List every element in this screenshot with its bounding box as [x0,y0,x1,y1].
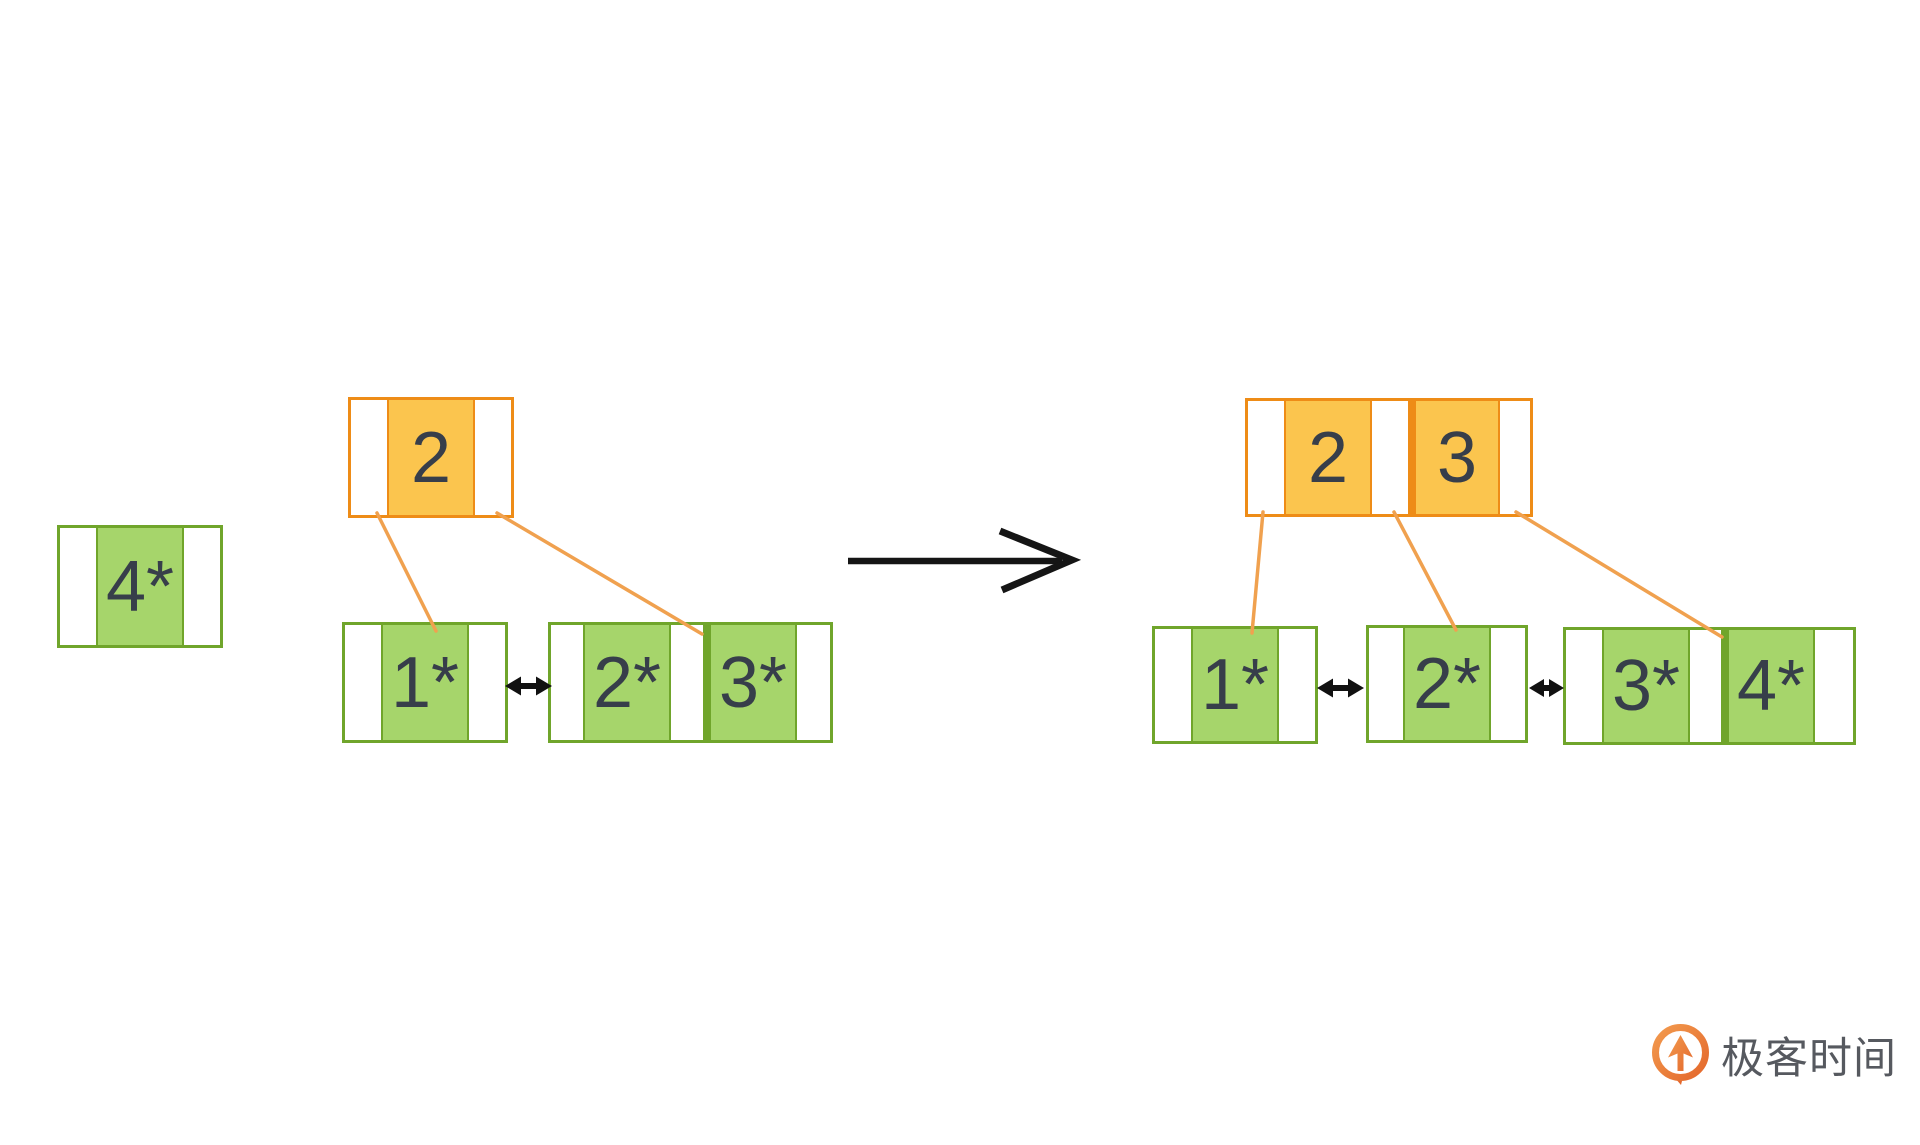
before-leaf-node-2: 2* 3* [548,622,833,743]
node-box: 3* [1563,627,1724,745]
transform-arrow-icon [848,527,1082,594]
after-leaf-node-1: 1* [1152,626,1318,744]
pointer-cell [60,528,96,645]
pointer-cell [1491,628,1525,740]
sibling-link-arrow-icon [505,676,552,696]
pointer-cell [1566,630,1602,742]
node-box: 2 [348,397,514,518]
brand-watermark: 极客时间 [1652,1024,1897,1086]
record-cell: 3* [1602,630,1690,742]
node-box: 1* [1152,626,1318,744]
pointer-cell [1248,401,1284,514]
pointer-cell [551,625,583,740]
record-cell: 4* [96,528,184,645]
node-box: 3* [706,622,833,743]
node-box: 2 [1245,398,1411,517]
record-cell: 2* [1403,628,1491,740]
pointer-cell [475,400,511,515]
sibling-link-arrow-icon [1529,679,1564,697]
node-box: 2* [548,622,706,743]
key-cell: 2 [387,400,475,515]
record-cell: 2* [583,625,671,740]
node-box: 2* [1366,625,1528,743]
pointer-cell [797,625,830,740]
pointer-cell [1690,630,1721,742]
before-pointer-lines [375,511,704,636]
pointer-cell [1372,401,1408,514]
record-cell: 4* [1727,630,1815,742]
after-leaf-node-2: 2* [1366,625,1528,743]
key-cell: 3 [1414,401,1500,514]
node-box: 1* [342,622,508,743]
pointer-cell [1815,630,1853,742]
pointer-cell [671,625,703,740]
pointer-cell [1155,629,1191,741]
key-cell: 2 [1284,401,1372,514]
record-cell: 3* [709,625,797,740]
pointer-cell [1500,401,1530,514]
after-root-node: 2 3 [1245,398,1533,517]
before-leaf-node-1: 1* [342,622,508,743]
brand-name: 极客时间 [1721,1035,1897,1083]
pointer-cell [184,528,220,645]
sibling-link-arrow-icon [1317,678,1364,698]
pointer-cell [1279,629,1315,741]
pointer-cell [345,625,381,740]
pointer-cell [351,400,387,515]
node-box: 4* [1724,627,1856,745]
record-cell: 1* [1191,629,1279,741]
pointer-cell [1369,628,1403,740]
node-box: 4* [57,525,223,648]
pointer-cell [469,625,505,740]
before-root-node: 2 [348,397,514,518]
after-pointer-lines [1250,510,1724,639]
insert-record-node: 4* [57,525,223,648]
node-box: 3 [1411,398,1533,517]
geektime-logo-icon [1652,1024,1709,1085]
after-leaf-node-3: 3* 4* [1563,627,1856,745]
record-cell: 1* [381,625,469,740]
